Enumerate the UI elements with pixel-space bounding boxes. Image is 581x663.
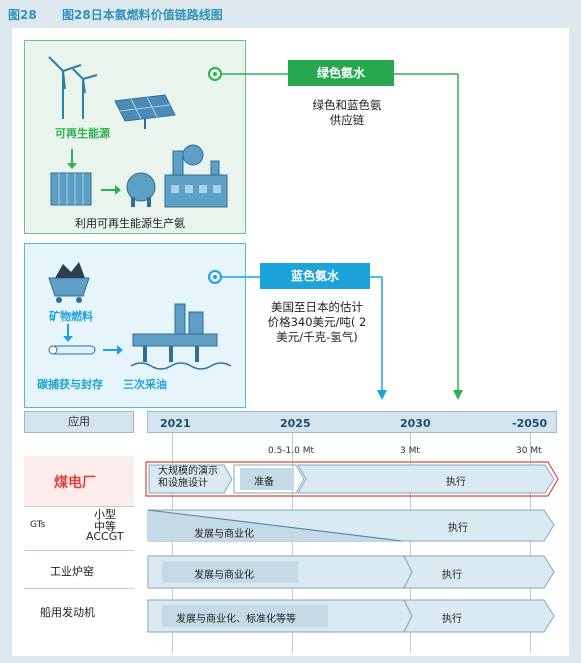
- year-2030: 2030: [400, 417, 431, 430]
- ccs-label: 碳捕获与封存: [37, 378, 103, 391]
- coal-row-highlight: [24, 456, 134, 506]
- timeline-header: 2021 2025 2030 -2050: [147, 411, 557, 433]
- green-caption: 利用可再生能源生产氨: [75, 217, 185, 230]
- fossil-production-illustration: [48, 262, 232, 370]
- diagram-canvas: 可再生能源 利用可再生能源生产氨: [12, 28, 569, 656]
- marine-execute-phase: [403, 599, 555, 633]
- coal-plant-label: 煤电厂: [54, 475, 96, 491]
- oil-platform-icon: [130, 303, 232, 370]
- volume-2030: 3 Mt: [400, 446, 420, 456]
- furnace-develop-phase: [162, 561, 298, 583]
- solar-panel-icon: [114, 94, 176, 129]
- gridline-2021: [172, 433, 173, 653]
- wind-turbine-icon: [48, 56, 98, 119]
- gridline-2025: [292, 433, 293, 653]
- year-2050: -2050: [512, 417, 548, 430]
- green-node-icon: [208, 67, 222, 81]
- gridline-2050: [530, 433, 531, 653]
- marine-develop-label: 发展与商业化、标准化等等: [176, 614, 296, 625]
- row-divider: [24, 506, 134, 507]
- fossil-fuel-label: 矿物燃料: [49, 310, 93, 323]
- coal-execute-label: 执行: [446, 477, 466, 488]
- blue-supply-box: 矿物燃料 碳捕获与封存 三次采油: [24, 243, 246, 408]
- furnace-develop-label: 发展与商业化: [194, 570, 254, 581]
- gts-label: GTs: [30, 520, 46, 530]
- ammonia-plant-icon: [164, 144, 228, 208]
- green-ammonia-tag: 绿色氨水: [288, 60, 394, 86]
- gts-develop-label: 发展与商业化: [194, 529, 254, 540]
- year-2025: 2025: [280, 417, 311, 430]
- year-2021: 2021: [160, 417, 191, 430]
- arrow-down-icon: [67, 149, 77, 169]
- electrolyzer-icon: [50, 172, 92, 206]
- coal-demo-label: 大规模的演示: [158, 466, 218, 477]
- eor-label: 三次采油: [123, 378, 167, 391]
- furnace-roadmap-bar: [147, 555, 555, 589]
- blue-supply-description: 美国至日本的估计 价格340美元/吨( 2 美元/千克-氢气): [267, 300, 367, 344]
- marine-engine-label: 船用发动机: [40, 606, 95, 619]
- row-divider: [24, 588, 134, 589]
- arrow-down-icon: [63, 324, 73, 342]
- marine-execute-label: 执行: [442, 614, 462, 625]
- gts-roadmap-bar: [147, 509, 555, 542]
- supply-connectors: [220, 73, 463, 400]
- figure-title: 图28日本氨燃料价值链路线图: [62, 8, 223, 22]
- gts-accgt-label: ACCGT: [86, 530, 124, 543]
- arrow-right-icon: [103, 345, 123, 355]
- volume-2050: 30 Mt: [516, 446, 542, 456]
- gts-small-label: 小型: [94, 508, 116, 521]
- blue-node-icon: [208, 270, 222, 284]
- coal-roadmap-bar: [145, 461, 559, 497]
- marine-develop-phase: [162, 605, 328, 627]
- furnace-execute-label: 执行: [442, 570, 462, 581]
- volume-2025: 0.5-1.0 Mt: [268, 446, 315, 456]
- arrow-right-icon: [101, 185, 121, 195]
- renewable-production-illustration: [48, 56, 228, 208]
- application-header: 应用: [24, 411, 134, 433]
- renewable-label: 可再生能源: [55, 127, 110, 140]
- ammonia-tank-icon: [126, 172, 156, 207]
- coal-execute-phase: [297, 464, 555, 494]
- coal-demo-phase: [148, 464, 233, 494]
- gts-medium-label: 中等: [94, 520, 116, 533]
- figure-header: 图28 图28日本氨燃料价值链路线图: [0, 0, 581, 28]
- gts-execute-label: 执行: [448, 523, 468, 534]
- furnace-execute-phase: [403, 555, 555, 589]
- coal-design-label: 和设施设计: [158, 478, 208, 489]
- row-divider: [24, 550, 134, 551]
- coal-cart-icon: [48, 262, 90, 303]
- blue-ammonia-tag: 蓝色氨水: [260, 263, 370, 289]
- marine-roadmap-bar: [147, 599, 555, 633]
- coal-prep-label: 准备: [254, 477, 274, 488]
- capture-pipe-icon: [48, 345, 96, 355]
- figure-number: 图28: [8, 8, 37, 22]
- green-supply-description: 绿色和蓝色氨 供应链: [312, 98, 382, 127]
- gridline-2030: [410, 433, 411, 653]
- furnace-label: 工业炉窑: [50, 565, 94, 578]
- coal-prep-phase: [240, 468, 294, 490]
- roadmap-bars: [145, 461, 559, 633]
